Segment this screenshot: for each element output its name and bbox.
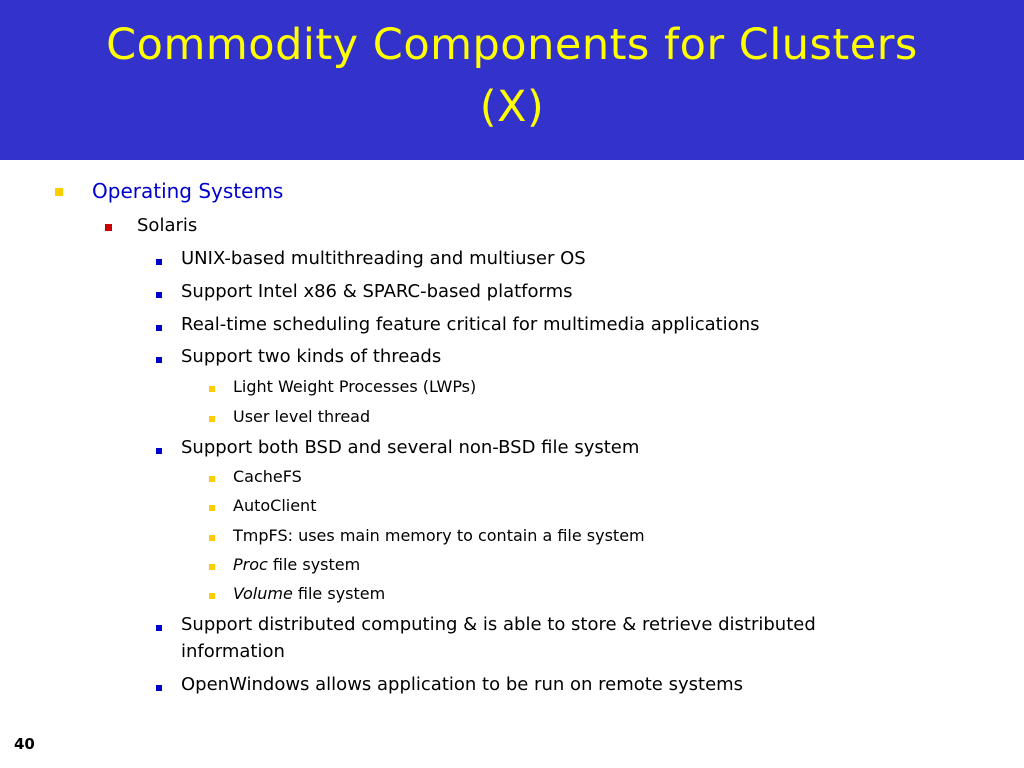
title-line-2: (X) — [479, 82, 545, 132]
item-bsd-file-system: Support both BSD and several non-BSD fil… — [181, 437, 640, 458]
outline-level1-operating-systems: Operating Systems — [92, 179, 284, 203]
subitem-volume-fs: Volume file system — [233, 584, 385, 603]
item-intel-sparc: Support Intel x86 & SPARC-based platform… — [181, 281, 573, 302]
item-two-kinds-threads: Support two kinds of threads — [181, 346, 442, 367]
outline-level2-solaris: Solaris — [137, 215, 198, 236]
level4-bullet-icon — [209, 386, 215, 392]
item-realtime-scheduling: Real-time scheduling feature critical fo… — [181, 314, 760, 335]
page-number: 40 — [14, 735, 35, 753]
level3-bullet-icon — [156, 357, 162, 363]
level3-bullet-icon — [156, 625, 162, 631]
title-bar: Commodity Components for Clusters (X) — [0, 0, 1024, 160]
proc-rest: file system — [267, 555, 361, 574]
subitem-cachefs: CacheFS — [233, 467, 302, 486]
item-distributed-computing: Support distributed computing & is able … — [181, 614, 816, 635]
title-line-1: Commodity Components for Clusters — [106, 20, 918, 70]
level3-bullet-icon — [156, 685, 162, 691]
level4-bullet-icon — [209, 476, 215, 482]
subitem-user-level-thread: User level thread — [233, 407, 371, 426]
level4-bullet-icon — [209, 535, 215, 541]
volume-emphasis: Volume — [233, 584, 293, 603]
level1-bullet-icon — [55, 188, 63, 196]
subitem-tmpfs: TmpFS: uses main memory to contain a fil… — [233, 526, 645, 545]
level4-bullet-icon — [209, 564, 215, 570]
level3-bullet-icon — [156, 448, 162, 454]
volume-rest: file system — [292, 584, 386, 603]
slide-title: Commodity Components for Clusters (X) — [0, 14, 1024, 138]
level4-bullet-icon — [209, 416, 215, 422]
subitem-proc-fs: Proc file system — [233, 555, 360, 574]
item-unix-multithreading: UNIX-based multithreading and multiuser … — [181, 248, 586, 269]
subitem-autoclient: AutoClient — [233, 496, 317, 515]
level4-bullet-icon — [209, 505, 215, 511]
level3-bullet-icon — [156, 259, 162, 265]
item-distributed-computing-cont: information — [181, 641, 285, 662]
level4-bullet-icon — [209, 593, 215, 599]
level3-bullet-icon — [156, 325, 162, 331]
subitem-lwp: Light Weight Processes (LWPs) — [233, 377, 477, 396]
item-openwindows: OpenWindows allows application to be run… — [181, 674, 744, 695]
level3-bullet-icon — [156, 292, 162, 298]
level2-bullet-icon — [105, 224, 112, 231]
proc-emphasis: Proc — [233, 555, 268, 574]
